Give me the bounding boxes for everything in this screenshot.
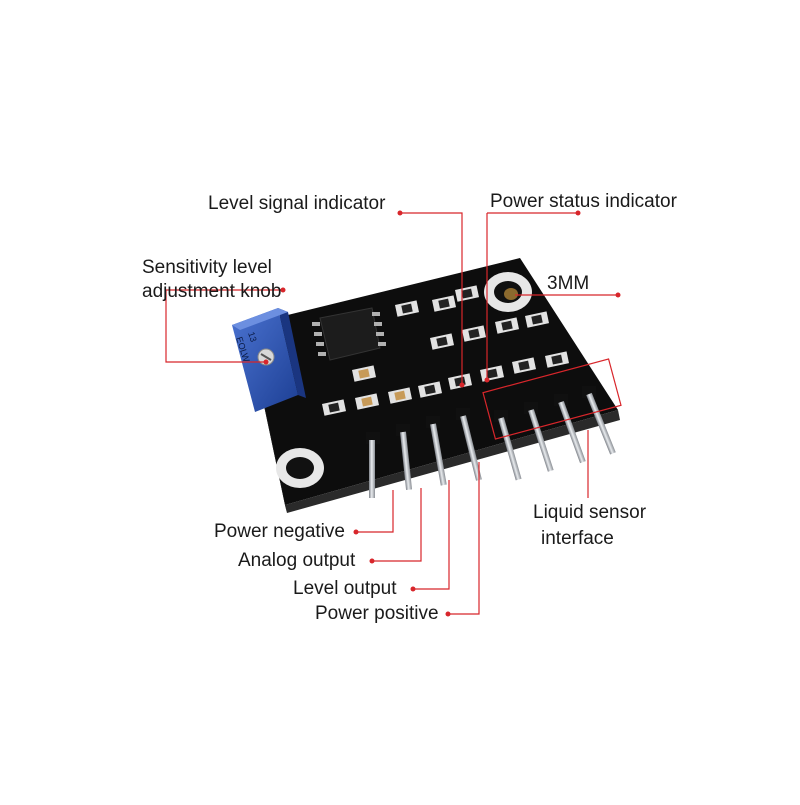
callout-dots — [263, 210, 621, 617]
mounting-hole-top-right — [484, 272, 532, 312]
label-sensitivity-line2: adjustment knob — [142, 281, 282, 302]
header-pins — [366, 386, 616, 498]
callout-power-negative — [356, 490, 394, 533]
label-liquid-sensor-line2: interface — [541, 528, 614, 549]
callout-analog-output — [372, 488, 422, 562]
pin-3 — [426, 416, 447, 486]
label-power-positive: Power positive — [315, 603, 439, 624]
label-power-negative: Power negative — [214, 521, 345, 542]
callout-level-output — [413, 480, 450, 590]
label-analog-output: Analog output — [238, 550, 356, 571]
label-level-signal-indicator: Level signal indicator — [208, 193, 386, 214]
label-liquid-sensor-line1: Liquid sensor — [533, 502, 647, 523]
pin-5 — [494, 410, 522, 481]
label-power-status-indicator: Power status indicator — [490, 191, 677, 212]
callout-power-positive — [448, 462, 480, 615]
callout-sensitivity — [165, 289, 283, 363]
callout-level-signal — [400, 212, 463, 385]
pin-4 — [456, 408, 482, 481]
callout-lines — [165, 212, 622, 615]
potentiometer-marking-1: 13 — [246, 331, 259, 344]
label-level-output: Level output — [293, 578, 397, 599]
pin-2 — [396, 424, 413, 490]
ic-chip — [312, 307, 386, 361]
pin-7 — [554, 394, 586, 464]
label-hole-size: 3MM — [547, 273, 590, 294]
pin-8 — [582, 386, 616, 455]
smd-components — [322, 285, 570, 416]
label-sensitivity-line1: Sensitivity level — [142, 257, 272, 278]
pin-1 — [366, 432, 380, 498]
pin-6 — [524, 402, 554, 472]
mounting-hole-bottom-left — [276, 448, 324, 488]
callout-sensor-box — [482, 358, 622, 440]
